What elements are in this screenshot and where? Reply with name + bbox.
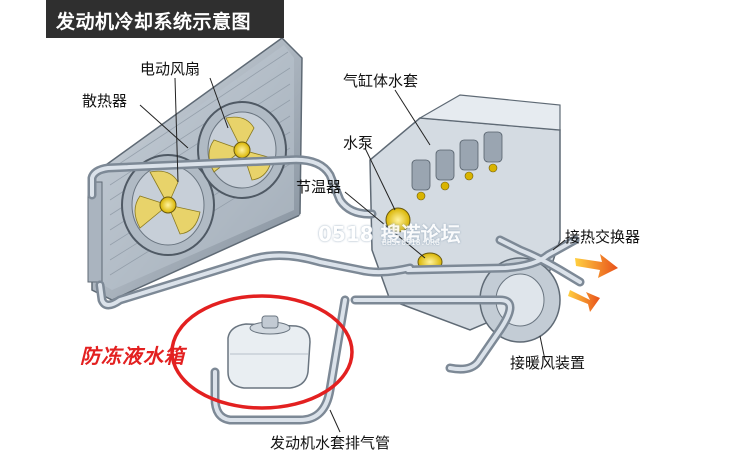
electric-fan-left: [121, 154, 215, 256]
watermark-text: 0518 搜诺论坛: [318, 222, 461, 246]
label-vent-pipe: 发动机水套排气管: [270, 434, 391, 452]
label-electric-fan: 电动风扇: [140, 60, 201, 78]
label-heater: 接暖风装置: [510, 354, 586, 372]
heater-arrow: [568, 290, 600, 312]
heat-exchanger-arrow: [575, 254, 618, 278]
watermark-logo: [299, 213, 317, 235]
electric-fan-right: [197, 101, 287, 199]
label-coolant-tank: 防冻液水箱: [80, 344, 185, 368]
engine-block: [369, 94, 561, 343]
leader-lines: [139, 77, 566, 433]
label-cylinder-water-jacket: 气缸体水套: [343, 72, 419, 90]
title-bar: [46, 0, 284, 38]
watermark-url: BBS.0518.ORG: [382, 238, 440, 247]
label-radiator: 散热器: [82, 92, 128, 110]
diagram-title: 发动机冷却系统示意图: [56, 11, 252, 33]
label-heat-exchanger: 接热交换器: [565, 228, 641, 246]
tank-highlight-circle: [170, 294, 354, 410]
label-water-pump: 水泵: [343, 134, 374, 152]
label-thermostat: 节温器: [296, 178, 342, 196]
coolant-expansion-tank: [227, 315, 311, 389]
